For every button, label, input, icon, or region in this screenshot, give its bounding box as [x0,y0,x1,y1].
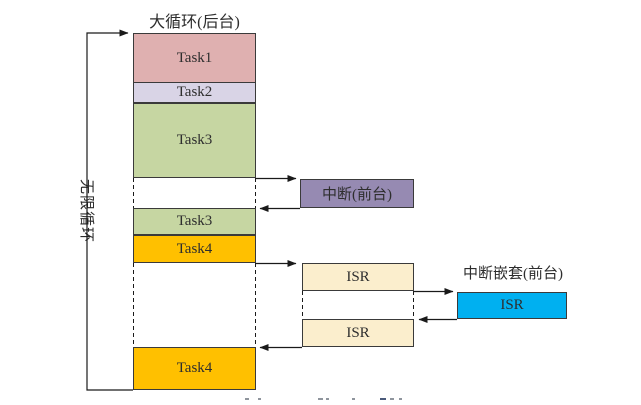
infinite-loop-label: 无限循环 [77,171,95,251]
task2-box: Task2 [133,82,256,103]
task1-box: Task1 [133,33,256,83]
interrupt-box: 中断(前台) [300,179,414,208]
task4-resume-box: Task4 [133,347,256,390]
clipped-caption-fragment [245,398,249,400]
clipped-caption-fragment [258,398,261,400]
clipped-caption-fragment [326,398,329,400]
isr2-box: ISR [302,319,414,347]
clipped-caption-fragment [390,398,394,400]
clipped-caption-fragment [380,398,386,400]
isr1-box: ISR [302,263,414,291]
background-loop-title: 大循环(后台) [149,14,240,31]
nested-interrupt-title: 中断嵌套(前台) [463,266,563,282]
nested-isr-box: ISR [457,292,567,319]
clipped-caption-fragment [318,398,323,400]
task4-box: Task4 [133,235,256,263]
task3-resume-box: Task3 [133,208,256,235]
task3-box: Task3 [133,103,256,178]
clipped-caption-fragment [399,398,402,400]
clipped-caption-fragment [352,398,355,400]
